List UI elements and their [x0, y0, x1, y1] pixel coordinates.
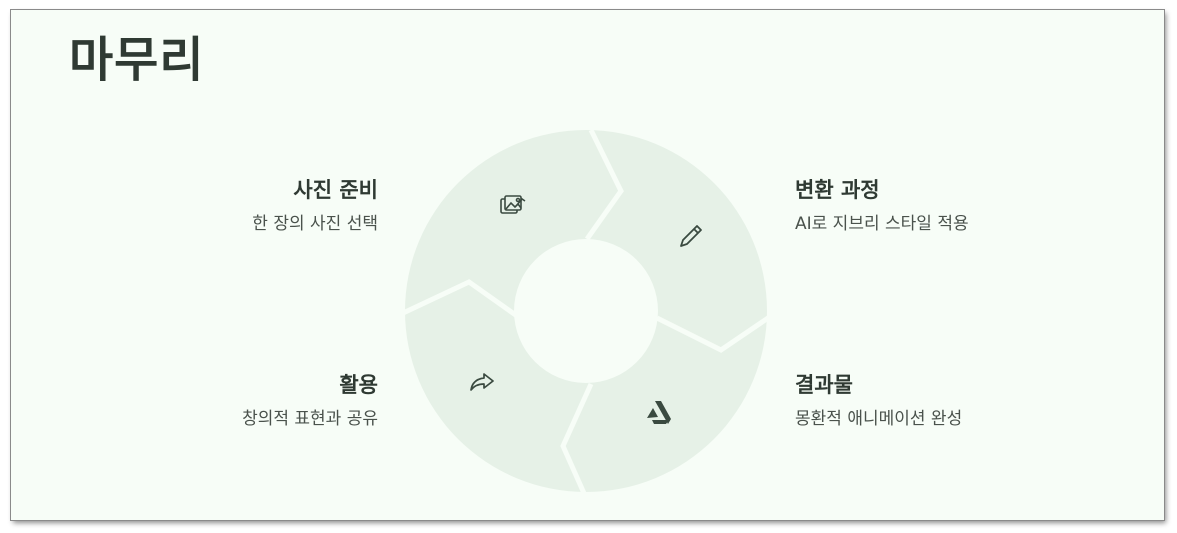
step-result-description: 몽환적 애니메이션 완성	[795, 409, 963, 429]
images-icon	[497, 190, 529, 222]
step-prep: 사진 준비 한 장의 사진 선택	[252, 177, 378, 235]
step-prep-description: 한 장의 사진 선택	[252, 214, 378, 234]
artstation-icon	[643, 396, 675, 428]
step-use-heading: 활용	[339, 373, 378, 397]
step-transform: 변환 과정 AI로 지브리 스타일 적용	[795, 177, 969, 235]
slide: 마무리	[11, 10, 1164, 520]
cycle-diagram	[399, 128, 771, 496]
step-use: 활용 창의적 표현과 공유	[242, 372, 378, 430]
step-result-heading: 결과물	[795, 373, 853, 397]
cycle-center	[514, 239, 658, 383]
pen-icon	[675, 220, 707, 252]
share-icon	[466, 366, 498, 398]
step-result: 결과물 몽환적 애니메이션 완성	[795, 372, 962, 430]
step-use-description: 창의적 표현과 공유	[242, 409, 378, 429]
step-prep-heading: 사진 준비	[293, 178, 378, 202]
step-transform-description: AI로 지브리 스타일 적용	[795, 214, 969, 234]
slide-title: 마무리	[69, 32, 205, 88]
separator-top	[584, 128, 624, 241]
separator-bottom	[560, 382, 594, 496]
separator-left	[399, 279, 519, 319]
step-transform-heading: 변환 과정	[795, 178, 880, 202]
separator-right	[655, 313, 771, 353]
